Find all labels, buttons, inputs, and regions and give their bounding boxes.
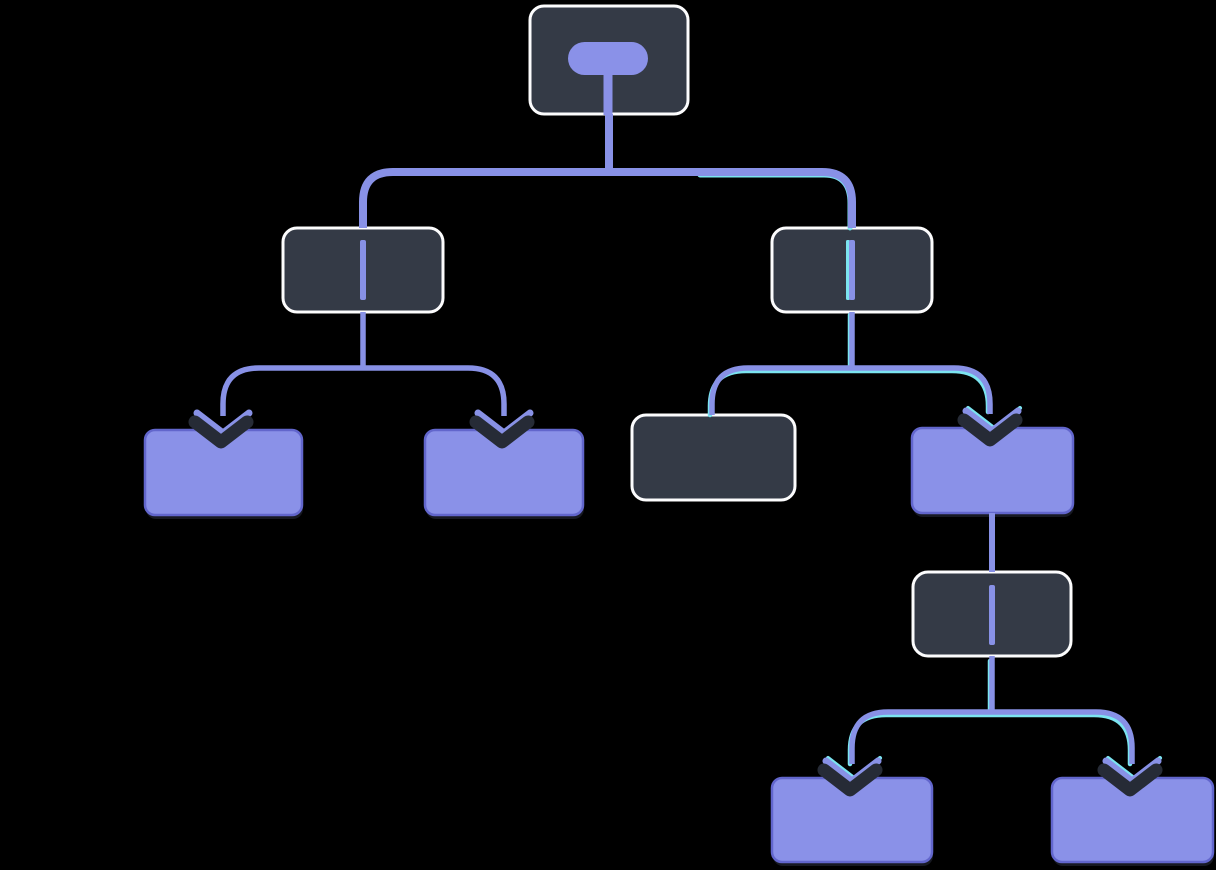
cyan-accent-root-right	[697, 172, 853, 231]
pass-through-bar-bottom	[989, 585, 995, 645]
root-pill-icon	[568, 42, 648, 75]
chevron-arrow-leaf-3	[817, 763, 883, 797]
pass-through-bar-left	[360, 240, 366, 300]
chevron-arrow-leaf-4	[1097, 763, 1163, 797]
chevron-arrow-pass	[957, 413, 1023, 447]
cyan-accent-branch-right	[707, 312, 991, 418]
pass-through-bar-right	[849, 240, 855, 300]
chevron-arrow-leaf-1	[188, 415, 254, 449]
flow-node-plain[interactable]	[630, 413, 797, 502]
chevron-arrow-leaf-2	[469, 415, 535, 449]
edge-left-split	[220, 312, 507, 416]
edge-bottom-split	[849, 656, 1135, 764]
edge-root-split	[359, 114, 856, 228]
root-pill-icon-stem	[603, 58, 613, 115]
edge-right-split	[709, 312, 993, 415]
